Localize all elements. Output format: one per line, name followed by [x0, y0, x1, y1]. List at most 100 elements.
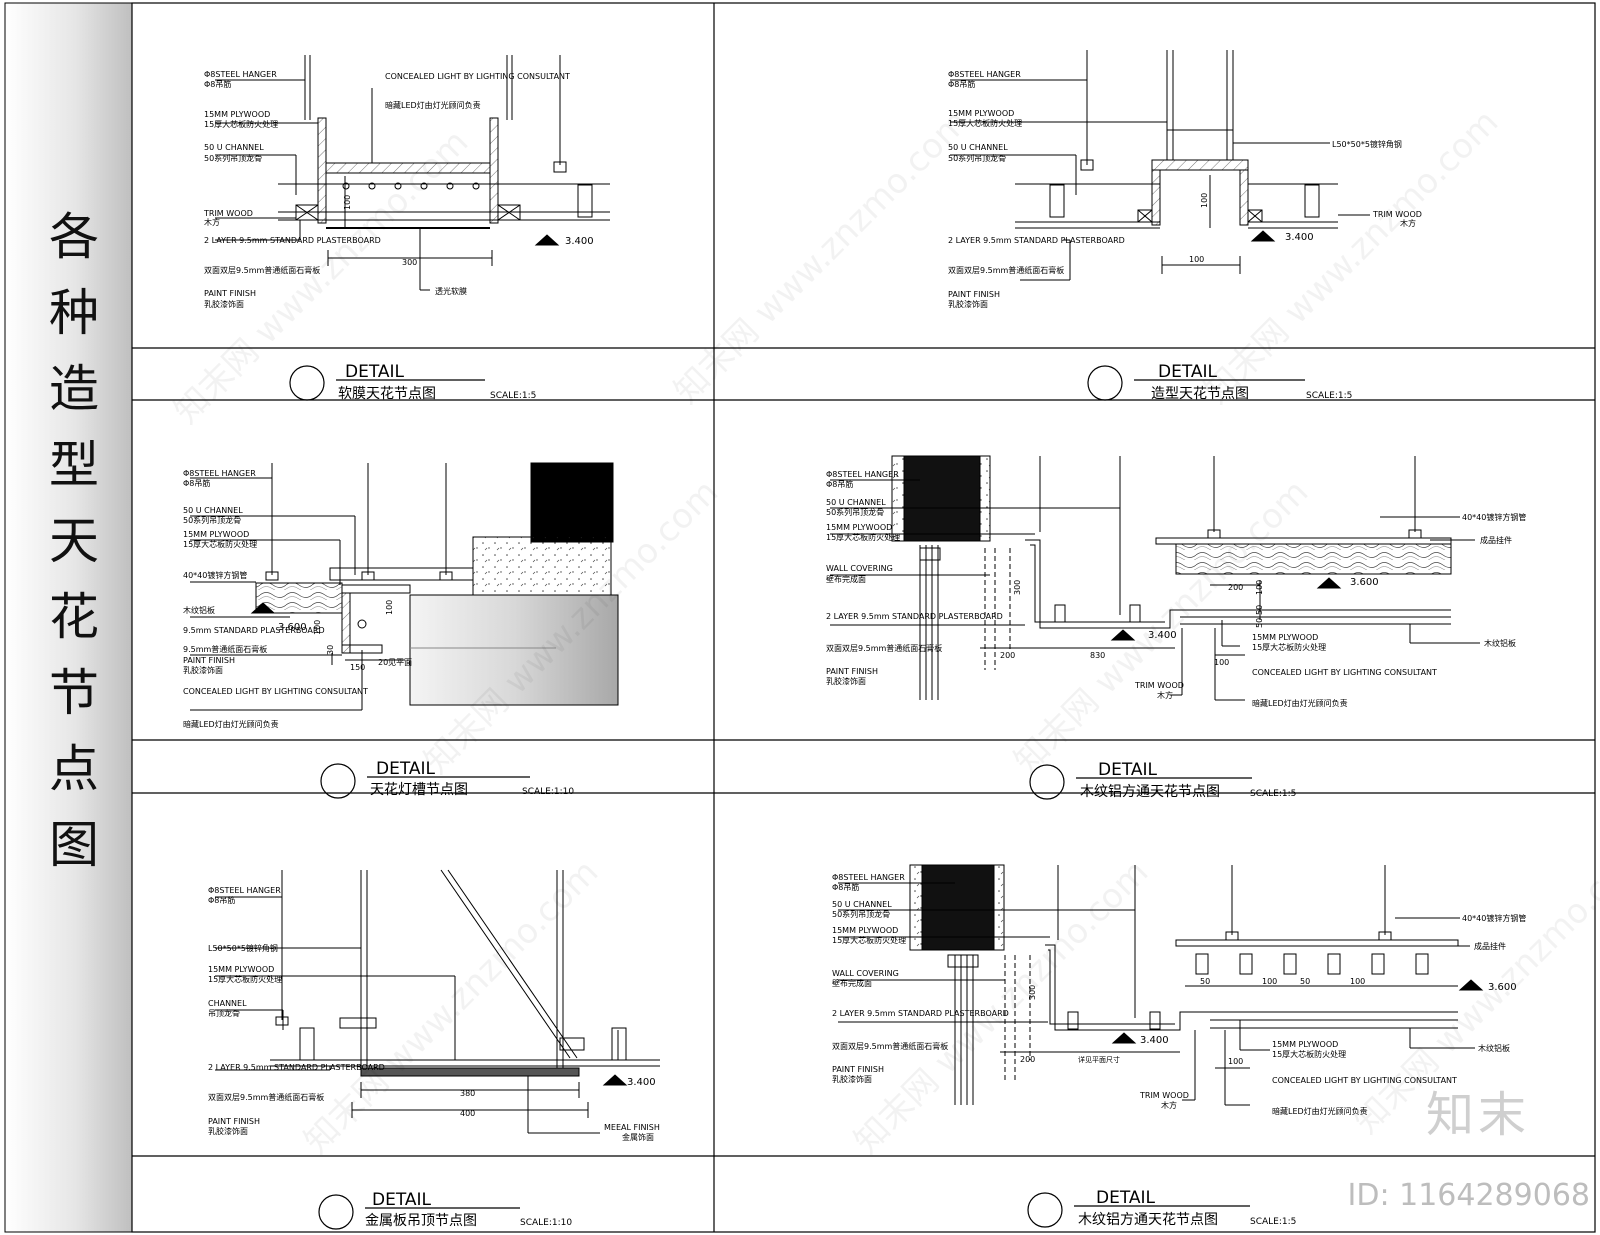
p5-label-2-en: 15MM PLYWOOD — [208, 965, 274, 974]
p2-label-5-en: TRIM WOOD — [1372, 210, 1422, 219]
id-text: ID: 1164289068 — [1347, 1178, 1590, 1213]
p1-detail: DETAIL — [345, 362, 405, 382]
p4-label-9-cn: 40*40镀锌方钢管 — [1462, 512, 1526, 522]
p1-label-6-en: CONCEALED LIGHT BY LIGHTING CONSULTANT — [385, 72, 570, 81]
p5-label-3-en: CHANNEL — [208, 999, 247, 1008]
p6-dim-0: 300 — [1028, 985, 1037, 1000]
p3-label-2-cn: 15厚大芯板防火处理 — [183, 539, 257, 549]
p4-dim-3: 200 — [1228, 583, 1243, 592]
p1-label-4-en: 2 LAYER 9.5mm STANDARD PLASTERBOARD — [204, 236, 381, 245]
p1-label-0-cn: Φ8吊筋 — [204, 79, 231, 89]
p4-label-10-cn: 成品挂件 — [1480, 535, 1512, 545]
p2-label-3-en: 2 LAYER 9.5mm STANDARD PLASTERBOARD — [948, 236, 1125, 245]
p4-level2: 3.600 — [1350, 577, 1379, 588]
p4-dim-0: 300 — [1013, 580, 1022, 595]
p4-title: 木纹铝方通天花节点图 — [1080, 784, 1220, 800]
p4-label-6-en: TRIM WOOD — [1134, 681, 1184, 690]
p4-label-4-cn: 双面双层9.5mm普通纸面石膏板 — [826, 643, 942, 653]
p6-label-8-en: CONCEALED LIGHT BY LIGHTING CONSULTANT — [1272, 1076, 1457, 1085]
p6-label-0-en: Φ8STEEL HANGER — [832, 873, 905, 882]
p5-label-5-en: PAINT FINISH — [208, 1117, 260, 1126]
p4-label-0-en: Φ8STEEL HANGER — [826, 470, 899, 479]
p6-label-7-cn: 15厚大芯板防火处理 — [1272, 1049, 1346, 1059]
p3-title: 天花灯槽节点图 — [370, 782, 468, 798]
p4-label-1-en: 50 U CHANNEL — [826, 498, 886, 507]
p2-label-2-cn: 50系列吊顶龙骨 — [948, 153, 1006, 163]
p4-label-4-en: 2 LAYER 9.5mm STANDARD PLASTERBOARD — [826, 612, 1003, 621]
p2-scale: SCALE:1:5 — [1306, 391, 1352, 401]
p3-scale: SCALE:1:10 — [522, 787, 574, 797]
p2-extra-0: L50*50*5镀锌角钢 — [1332, 139, 1402, 149]
p4-label-0-cn: Φ8吊筋 — [826, 479, 853, 489]
p6-dim-4: 100 — [1262, 977, 1277, 986]
p6-title: 木纹铝方通天花节点图 — [1078, 1212, 1218, 1228]
p3-label-0-en: Φ8STEEL HANGER — [183, 469, 256, 478]
p5-label-0-cn: Φ8吊筋 — [208, 895, 235, 905]
p1-label-3-en: TRIM WOOD — [203, 209, 253, 218]
p6-level: 3.400 — [1140, 1035, 1169, 1046]
p3-label-7-en: CONCEALED LIGHT BY LIGHTING CONSULTANT — [183, 687, 368, 696]
p6-label-6-en: TRIM WOOD — [1139, 1091, 1189, 1100]
p6-label-8-cn: 暗藏LED灯由灯光顾问负责 — [1272, 1106, 1368, 1116]
p3-label-1-en: 50 U CHANNEL — [183, 506, 243, 515]
p6-extra-0: 详见平面尺寸 — [1078, 1055, 1120, 1064]
p2-label-5-cn: 木方 — [1400, 218, 1416, 228]
p1-extra-0: 透光软膜 — [435, 286, 467, 296]
p6-label-4-en: 2 LAYER 9.5mm STANDARD PLASTERBOARD — [832, 1009, 1009, 1018]
p3-label-1-cn: 50系列吊顶龙骨 — [183, 515, 241, 525]
p6-label-11-cn: 木纹铝板 — [1478, 1043, 1510, 1053]
p5-dim-1: 400 — [460, 1109, 475, 1118]
p6-detail: DETAIL — [1096, 1188, 1156, 1208]
p6-label-7-en: 15MM PLYWOOD — [1272, 1040, 1338, 1049]
p3-label-5-cn: 9.5mm普通纸面石膏板 — [183, 644, 267, 654]
p1-label-5-cn: 乳胶漆饰面 — [204, 299, 244, 309]
p4-label-8-cn: 暗藏LED灯由灯光顾问负责 — [1252, 698, 1348, 708]
p5-label-4-cn: 双面双层9.5mm普通纸面石膏板 — [208, 1092, 324, 1102]
p5-dim-0: 380 — [460, 1089, 475, 1098]
p4-label-5-en: PAINT FINISH — [826, 667, 878, 676]
p3-dim-3: 150 — [350, 663, 365, 672]
p6-label-2-en: 15MM PLYWOOD — [832, 926, 898, 935]
p4-dim-1: 200 — [1000, 651, 1015, 660]
p4-level: 3.400 — [1148, 630, 1177, 641]
panel-5-drawing — [215, 869, 660, 1134]
p5-label-3-cn: 吊顶龙骨 — [208, 1008, 240, 1018]
p4-label-3-cn: 壁布完成面 — [826, 574, 866, 584]
p2-label-2-en: 50 U CHANNEL — [948, 143, 1008, 152]
p1-label-5-en: PAINT FINISH — [204, 289, 256, 298]
p3-label-7-cn: 暗藏LED灯由灯光顾问负责 — [183, 719, 279, 729]
p3-label-4-cn: 木纹铝板 — [183, 605, 215, 615]
p6-label-4-cn: 双面双层9.5mm普通纸面石膏板 — [832, 1041, 948, 1051]
p6-label-2-cn: 15厚大芯板防火处理 — [832, 935, 906, 945]
p1-label-0-en: Φ8STEEL HANGER — [204, 70, 277, 79]
p4-dim-6: 50 — [1255, 605, 1264, 615]
p4-dim-4: 100 — [1255, 580, 1264, 595]
p5-label-0-en: Φ8STEEL HANGER — [208, 886, 281, 895]
p2-label-1-cn: 15厚大芯板防火处理 — [948, 118, 1022, 128]
p4-detail: DETAIL — [1098, 760, 1158, 780]
p6-level2: 3.600 — [1488, 982, 1517, 993]
panel-6-drawing — [838, 864, 1484, 1106]
p5-label-5-cn: 乳胶漆饰面 — [208, 1126, 248, 1136]
p1-label-2-cn: 50系列吊顶龙骨 — [204, 153, 262, 163]
p6-dim-5: 50 — [1300, 977, 1310, 986]
p2-detail: DETAIL — [1158, 362, 1218, 382]
p3-detail: DETAIL — [376, 759, 436, 779]
sheet-title-text: 各种造型天花节点图 — [41, 210, 99, 894]
sheet-grid — [131, 2, 1596, 1233]
p2-label-4-en: PAINT FINISH — [948, 290, 1000, 299]
p4-label-2-cn: 15厚大芯板防火处理 — [826, 532, 900, 542]
p2-title: 造型天花节点图 — [1151, 386, 1249, 402]
sheet-title: 各种造型天花节点图 — [20, 210, 120, 916]
p5-label-4-en: 2 LAYER 9.5mm STANDARD PLASTERBOARD — [208, 1063, 385, 1072]
p1-level: 3.400 — [565, 236, 594, 247]
p2-label-0-en: Φ8STEEL HANGER — [948, 70, 1021, 79]
p6-label-3-en: WALL COVERING — [832, 969, 899, 978]
p1-dim-1: 300 — [402, 258, 417, 267]
p6-label-5-en: PAINT FINISH — [832, 1065, 884, 1074]
p5-label-6-cn: 金属饰面 — [622, 1132, 654, 1142]
p4-scale: SCALE:1:5 — [1250, 789, 1296, 799]
p5-label-6-en: MEEAL FINISH — [604, 1123, 660, 1132]
p2-dim-0: 100 — [1200, 193, 1209, 208]
